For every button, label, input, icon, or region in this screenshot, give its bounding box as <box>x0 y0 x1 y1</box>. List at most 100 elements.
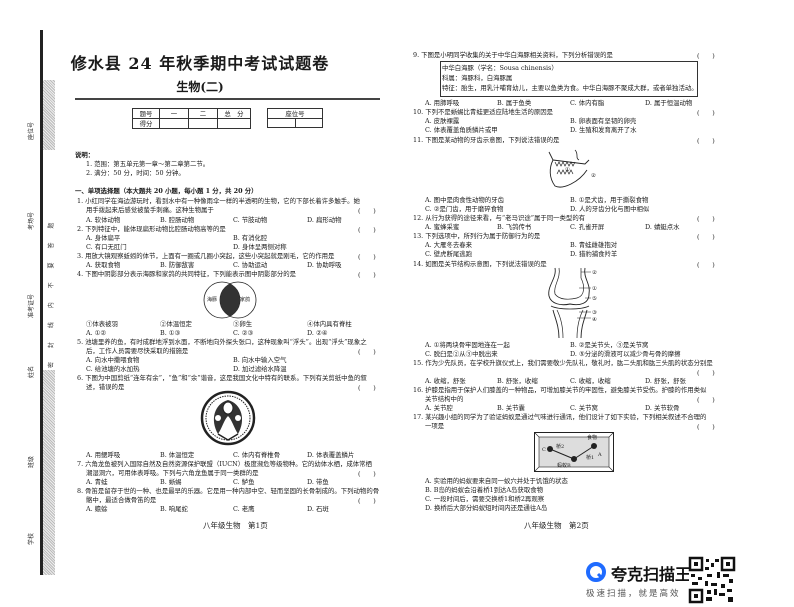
option: A. 蜜蜂采蜜 <box>425 223 460 231</box>
answer-blank[interactable]: ( ) <box>358 384 376 392</box>
statement: ②体温恒定 <box>160 320 192 328</box>
option: D. 蜻蜓点水 <box>645 223 680 231</box>
option: D. 舒张，舒张 <box>645 377 686 385</box>
option: C. 一段时间后，需要交换桥1和桥2再观察 <box>425 495 545 503</box>
name-label: 姓名 <box>28 365 35 378</box>
option: C. 体内有脊椎骨 <box>233 451 281 459</box>
info-line: 特征：胎生，用乳汁哺育幼儿，主要以鱼类为食。中华白海豚不聚成大群，或者单独活动。 <box>442 84 698 92</box>
option: D. 关节软骨 <box>645 404 680 412</box>
option: C. 有口无肛门 <box>86 243 127 251</box>
info-line: 中华白海豚（学名：Sousa chinensis） <box>442 64 558 72</box>
option: D. 身体呈两侧对称 <box>233 243 287 251</box>
statement: ④体内具有脊柱 <box>307 320 352 328</box>
option: C. 老鹰 <box>233 505 255 513</box>
option: B. 飞鸽传书 <box>497 223 532 231</box>
question-7-text: 7. 六角龙鱼被列入国际自然及自然资源保护联盟（IUCN）极度濒危等级物种。它的… <box>77 460 372 468</box>
option: D. ②④ <box>307 329 328 337</box>
dolphin-info-box <box>440 61 698 97</box>
option: D. 换桥后大部分蚂蚁短时间内还是通往A岛 <box>425 504 548 512</box>
option: A. 皮肤裸露 <box>425 117 460 125</box>
option: B. 向水中输入空气 <box>233 356 287 364</box>
venn-label-dolphin: 海豚 <box>207 297 218 303</box>
answer-blank[interactable]: ( ) <box>697 52 715 60</box>
qr-code-icon <box>688 556 736 604</box>
option: A. 用肺呼吸 <box>425 99 460 107</box>
option: B. ①是犬齿，用于撕裂食物 <box>570 196 649 204</box>
venn-diagram <box>203 281 257 319</box>
figure-label-bridge-2: 桥2 <box>556 444 565 450</box>
answer-blank[interactable]: ( ) <box>358 207 376 215</box>
answer-blank[interactable]: ( ) <box>697 233 715 241</box>
answer-blank[interactable]: ( ) <box>697 261 715 269</box>
instructions-heading: 说明： <box>75 151 95 159</box>
option: A. 收缩，舒张 <box>425 377 466 385</box>
answer-blank[interactable]: ( ) <box>358 470 376 478</box>
option: B. 有消化腔 <box>233 234 268 242</box>
figure-label: ① <box>592 286 597 292</box>
seat-number-label: 座位号 <box>28 121 35 140</box>
answer-blank[interactable]: ( ) <box>697 423 715 431</box>
figure-label: ⑤ <box>592 296 597 302</box>
question-15-text: 15. 作为少先队员，在学校升旗仪式上，我们需要敬少先队礼，敬礼时，肱二头肌和肱… <box>413 359 713 367</box>
question-2-text: 2. 下列特征中，能体现扁形动物比腔肠动物高等的是 <box>77 225 226 233</box>
answer-blank[interactable]: ( ) <box>358 253 376 261</box>
instruction-item: 2. 满分：50 分，时间：50 分钟。 <box>86 169 185 177</box>
option: A. 蟾蜍 <box>86 505 108 513</box>
question-17-text: 17. 某兴趣小组的同学为了验证蚂蚁是通过气味进行通讯，他们设计了如下实验，下列… <box>413 413 707 421</box>
watermark-slogan: 极速扫描，就是高效 <box>586 589 681 599</box>
figure-label: ④ <box>592 317 597 323</box>
question-11-text: 11. 下图是某动物的牙齿示意图，下列说法错误的是 <box>413 136 560 144</box>
answer-blank[interactable]: ( ) <box>358 497 376 505</box>
answer-blank[interactable]: ( ) <box>697 215 715 223</box>
option: D. 属于恒温动物 <box>645 99 693 107</box>
statement: ①体表被羽 <box>86 320 118 328</box>
question-13-text: 13. 下列选项中，所列行为属于防御行为的是 <box>413 232 541 240</box>
option: B. 关节囊 <box>497 404 525 412</box>
option: B. 青蛙雌雄抱对 <box>570 241 618 249</box>
option: A. 青蛙 <box>86 478 108 486</box>
venn-overlap <box>220 282 240 318</box>
option: C. 孔雀开屏 <box>570 223 605 231</box>
class-label: 班级 <box>28 455 35 468</box>
figure-label-food: 食物 <box>587 435 598 441</box>
option: D. 人的牙齿分化与图中相似 <box>570 205 650 213</box>
option: C. 壁虎断尾逃跑 <box>425 250 473 258</box>
page-1-footer: 八年级生物 第1页 <box>203 521 268 530</box>
answer-blank[interactable]: ( ) <box>697 369 715 377</box>
option: B. 蜥蜴 <box>160 478 182 486</box>
question-1-text: 用手拨起来后感觉被蛰手刺痛。这种生物属于 <box>86 206 214 214</box>
option: C. 协助运动 <box>233 261 268 269</box>
option: A. 身体扁平 <box>86 234 121 242</box>
option: D. 加过滤给水降温 <box>233 365 287 373</box>
option: C. 节肢动物 <box>233 216 268 224</box>
answer-blank[interactable]: ( ) <box>358 271 376 279</box>
option: A. 大雁冬去春来 <box>425 241 473 249</box>
question-8-text: 骼中，最适合做骨笛的是 <box>86 496 157 504</box>
question-14-text: 14. 如图是关节结构示意图，下列说法错误的是 <box>413 260 547 268</box>
question-17-text: 一项是 <box>425 422 445 430</box>
answer-blank[interactable]: ( ) <box>358 348 376 356</box>
title-rule <box>75 98 380 100</box>
option: B. 舒张，收缩 <box>497 377 538 385</box>
option: C. 收缩，收缩 <box>570 377 611 385</box>
option: B. ②是关节头，③是关节窝 <box>570 341 649 349</box>
answer-blank[interactable]: ( ) <box>697 137 715 145</box>
answer-blank[interactable]: ( ) <box>697 109 715 117</box>
instruction-item: 1. 范围：第五单元第一章～第二章第二节。 <box>86 160 210 168</box>
option: B. B岛的蚂蚁会沿着桥1到达A岛获取食物 <box>425 486 543 494</box>
option: C. ②③ <box>233 329 254 337</box>
ant-experiment-diagram <box>534 432 614 472</box>
option: C. 给池塘的水加热 <box>86 365 140 373</box>
page-2-footer: 八年级生物 第2页 <box>524 521 589 530</box>
question-7-text: 潮湿洞穴，可用体表呼吸。下列与六角龙鱼属于同一类群的是 <box>86 469 259 477</box>
option: D. 体表覆盖鳞片 <box>307 451 355 459</box>
option: A. 软体动物 <box>86 216 121 224</box>
answer-blank[interactable]: ( ) <box>358 226 376 234</box>
teeth-diagram <box>548 149 590 188</box>
question-5-text: 5. 池塘里养的鱼，有时成群地浮到水面，不断地向外探头张口，这种现象叫“浮头”。… <box>77 338 367 346</box>
option: D. 带鱼 <box>307 478 329 486</box>
answer-blank[interactable]: ( ) <box>697 396 715 404</box>
question-8-text: 8. 骨笛是留存于世的一种、也是最早的乐器。它是用一种内部中空、轻而坚固的长骨制… <box>77 487 380 495</box>
question-6-text: 述，错误的是 <box>86 383 125 391</box>
option: C. 脱臼是②从③中脱出来 <box>425 350 498 358</box>
